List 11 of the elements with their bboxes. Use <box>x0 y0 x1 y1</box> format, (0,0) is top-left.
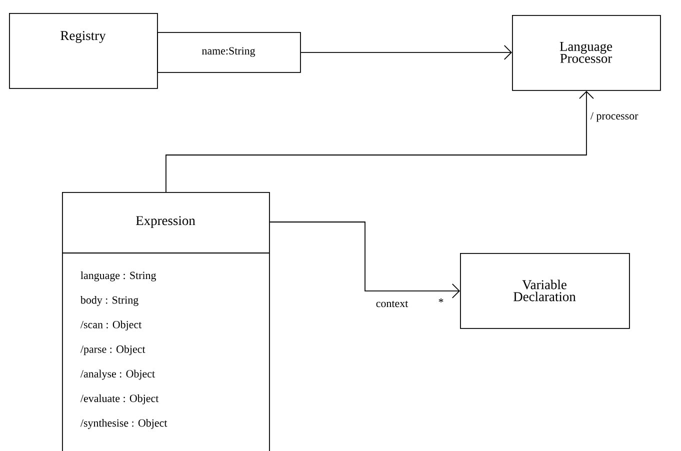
connector-arrow <box>300 45 512 60</box>
edge-label: / processor <box>589 111 640 123</box>
class-box: Expression language : String body : String /scan : Object /parse : Object /analyse : Object /evaluate : Object /synthesise : Object <box>62 192 270 451</box>
edge-label: context <box>374 300 410 308</box>
class-box: Registry <box>9 13 158 89</box>
multiplicity-label: * <box>438 298 444 302</box>
class-box: Variable Declaration <box>460 253 630 329</box>
qualifier-box: name:String <box>157 32 301 73</box>
connector-arrow <box>166 90 594 192</box>
class-box: Language Processor <box>512 15 661 91</box>
connector-arrow <box>269 222 460 298</box>
